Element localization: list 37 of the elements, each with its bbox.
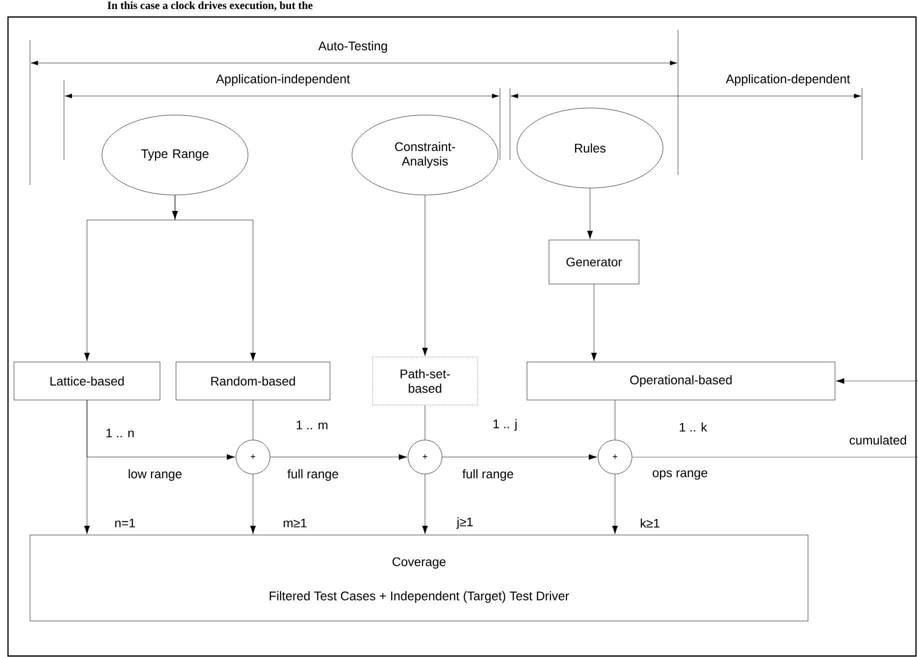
- process-box: Path-set-based: [372, 356, 478, 406]
- edge-label: j≥1: [456, 517, 473, 529]
- arrow: [422, 195, 428, 356]
- edge-label: cumulated: [850, 435, 906, 445]
- line-label: 1 .. j: [494, 419, 517, 431]
- arrow: [442, 454, 598, 460]
- process-box: Random-based: [176, 362, 330, 400]
- summing-junction: +: [408, 440, 442, 474]
- summing-junction: +: [236, 440, 270, 474]
- line-label: 1 .. n: [106, 428, 134, 438]
- arrow: [612, 474, 618, 534]
- body-text: In this case a clock drives execution, but the: [108, 1, 313, 11]
- arrow: [587, 188, 593, 240]
- line-label: 1 .. k: [680, 422, 708, 432]
- edge-label: n=1: [115, 518, 135, 528]
- arrow: [86, 400, 236, 460]
- process-box: Operational-based: [526, 362, 836, 400]
- arrow: [836, 378, 918, 384]
- coverage-box: Coverage Filtered Test Cases + Independent (Target) Test Driver: [30, 534, 808, 622]
- edge-label: k≥1: [640, 518, 660, 528]
- ellipse-node: Type Range: [102, 114, 248, 196]
- ellipse-node: Rules: [516, 108, 664, 188]
- summing-junction: +: [598, 440, 632, 474]
- process-box: Generator: [548, 240, 640, 284]
- process-box: Lattice-based: [14, 362, 160, 400]
- ellipse-node: Constraint-Analysis: [352, 114, 498, 196]
- line-label: 1 .. m: [296, 420, 328, 430]
- edge-label: m≥1: [284, 518, 306, 528]
- line-label: low range: [128, 469, 182, 481]
- arrow: [172, 195, 256, 362]
- arrow: [422, 474, 428, 534]
- dimension-label: Auto-Testing: [318, 41, 387, 53]
- dimension-label: Application-independent: [216, 74, 350, 86]
- arrow: [591, 284, 597, 362]
- arrow: [270, 454, 408, 460]
- dimension-label: Application-dependent: [726, 74, 850, 86]
- arrow: [250, 474, 256, 534]
